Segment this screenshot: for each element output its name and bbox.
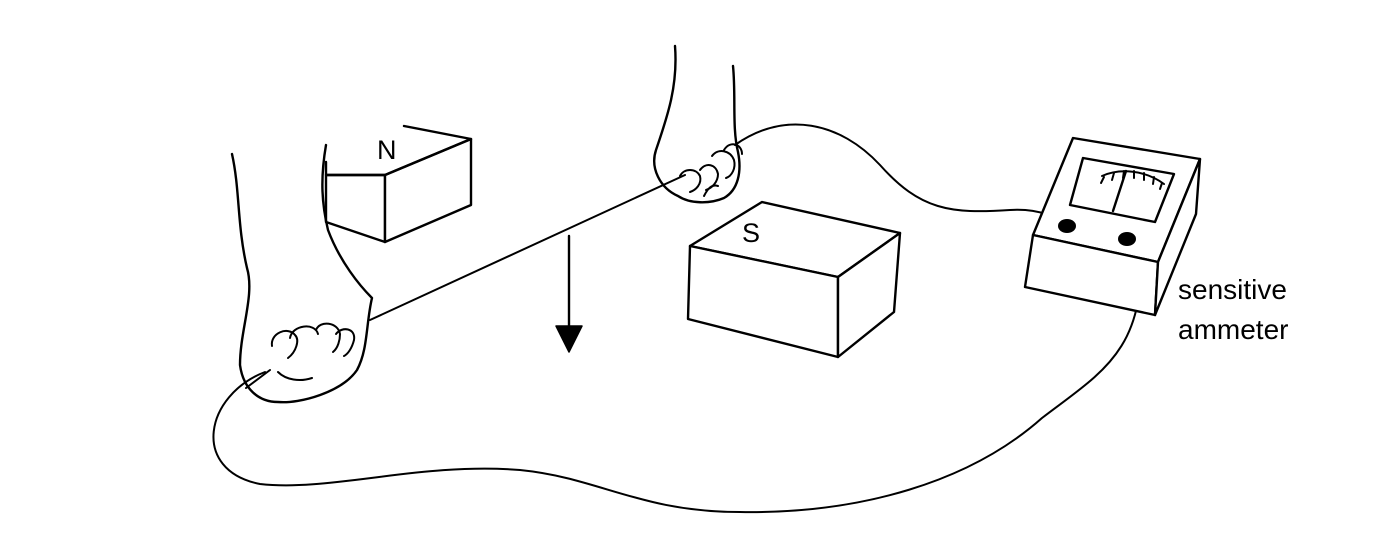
- ammeter-side-face: [1153, 157, 1202, 317]
- ammeter: [1023, 136, 1202, 317]
- south-magnet-side-face: [836, 231, 902, 359]
- wire-circuit: [212, 123, 1142, 514]
- ammeter-terminal-left: [1058, 219, 1076, 233]
- north-magnet-front-face: [324, 173, 387, 244]
- south-magnet: [686, 200, 902, 359]
- motion-arrow: [555, 234, 583, 353]
- ammeter-label-line1: sensitive: [1178, 274, 1287, 305]
- ammeter-terminal-right: [1118, 232, 1136, 246]
- north-magnet-side-face: [383, 137, 473, 244]
- left-hand: [230, 143, 374, 404]
- ammeter-dial-window: [1068, 156, 1176, 224]
- arrow-head: [555, 325, 583, 353]
- north-magnet: [324, 124, 473, 244]
- wire-loop-left: [212, 241, 1142, 514]
- ammeter-label-line2: ammeter: [1178, 314, 1289, 345]
- right-hand: [653, 44, 743, 204]
- south-pole-label: S: [742, 218, 761, 248]
- ammeter-needle: [1111, 169, 1128, 213]
- north-pole-label: N: [377, 135, 397, 165]
- taut-wire: [369, 174, 686, 321]
- wire-to-ammeter: [734, 123, 1068, 227]
- ammeter-scale-arc: [1101, 170, 1165, 185]
- north-magnet-top-edges: [324, 124, 473, 177]
